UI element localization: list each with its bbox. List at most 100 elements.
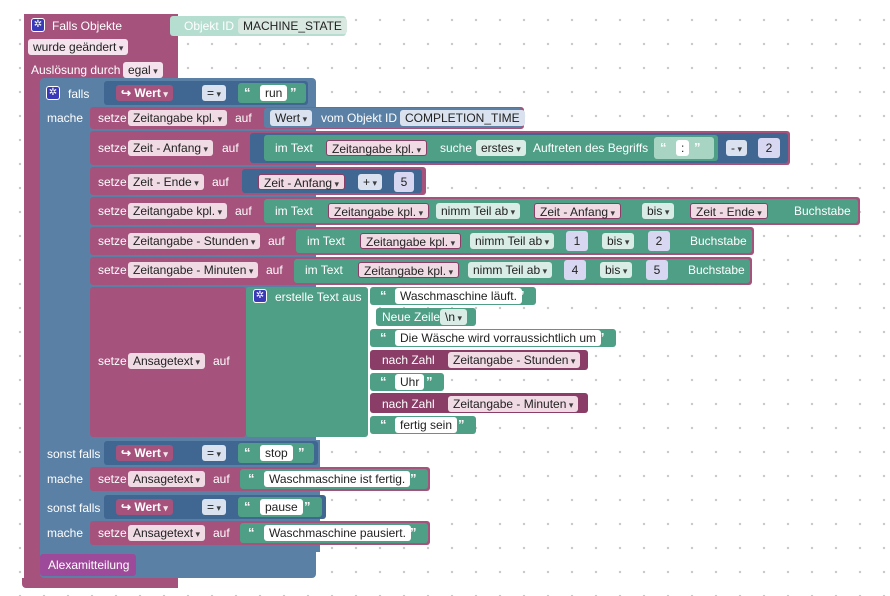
nimm-dropdown[interactable]: nimm Teil ab bbox=[470, 233, 555, 249]
auf-label: auf bbox=[212, 175, 229, 189]
var-dropdown[interactable]: Zeit - Anfang bbox=[258, 174, 346, 190]
auf-label: auf bbox=[222, 141, 239, 155]
text-value[interactable]: : bbox=[676, 140, 690, 156]
setze-label: setze bbox=[98, 263, 127, 277]
value-dropdown[interactable]: Wert bbox=[270, 110, 313, 126]
auf-label: auf bbox=[268, 234, 285, 248]
quote-open-icon: “ bbox=[380, 288, 387, 303]
quote-open-icon: “ bbox=[380, 374, 387, 389]
mache-label: mache bbox=[47, 472, 84, 486]
text-value[interactable]: pause bbox=[260, 499, 303, 515]
nimm-dropdown[interactable]: nimm Teil ab bbox=[436, 203, 521, 219]
text-value[interactable]: Uhr bbox=[395, 374, 425, 390]
bis-dropdown[interactable]: bis bbox=[600, 262, 633, 278]
quote-close-icon: ” bbox=[410, 525, 417, 540]
sonst-falls-label: sonst falls bbox=[47, 501, 101, 515]
text-value[interactable]: run bbox=[260, 85, 288, 101]
nimm-dropdown[interactable]: nimm Teil ab bbox=[468, 262, 553, 278]
newline-label: Neue Zeile bbox=[382, 310, 441, 324]
number-field[interactable]: 5 bbox=[394, 172, 414, 192]
buchstabe-label: Buchstabe bbox=[688, 263, 745, 277]
quote-close-icon: ” bbox=[298, 445, 305, 460]
op-dropdown[interactable]: = bbox=[202, 499, 227, 515]
quote-open-icon: “ bbox=[244, 499, 251, 514]
op-dropdown[interactable]: = bbox=[202, 445, 227, 461]
gear-icon[interactable]: ✲ bbox=[46, 86, 60, 100]
var-dropdown[interactable]: Ansagetext bbox=[128, 525, 206, 541]
bis-dropdown[interactable]: bis bbox=[642, 203, 675, 219]
var-dropdown[interactable]: Zeit - Ende bbox=[128, 174, 204, 190]
ausloesung-label: Auslösung durch bbox=[31, 63, 121, 77]
auf-label: auf bbox=[266, 263, 283, 277]
quote-close-icon: ” bbox=[426, 374, 433, 389]
object-id-label: Objekt ID bbox=[184, 19, 235, 33]
gear-icon[interactable]: ✲ bbox=[253, 289, 267, 303]
suche-label: suche bbox=[440, 141, 473, 155]
auf-label: auf bbox=[213, 526, 230, 540]
text-value[interactable]: fertig sein bbox=[395, 417, 458, 433]
var-dropdown[interactable]: Zeitangabe kpl. bbox=[128, 203, 228, 219]
vom-label: vom Objekt ID bbox=[321, 111, 398, 125]
var-dropdown[interactable]: Zeitangabe kpl. bbox=[128, 110, 228, 126]
number-field[interactable]: 2 bbox=[648, 231, 670, 251]
quote-open-icon: “ bbox=[380, 330, 387, 345]
mache-label: mache bbox=[47, 111, 84, 125]
var-dropdown[interactable]: Zeitangabe kpl. bbox=[328, 203, 430, 219]
var-dropdown[interactable]: Ansagetext bbox=[128, 471, 206, 487]
falls-label: falls bbox=[68, 87, 90, 101]
number-field[interactable]: 2 bbox=[758, 138, 780, 158]
text-value[interactable]: Waschmaschine läuft. bbox=[395, 288, 522, 304]
setze-label: setze bbox=[98, 354, 127, 368]
var-dropdown[interactable]: Zeit - Anfang bbox=[534, 203, 622, 219]
text-value[interactable]: Die Wäsche wird vorraussichtlich um bbox=[395, 330, 602, 346]
number-field[interactable]: 1 bbox=[566, 231, 588, 251]
text-value[interactable]: Waschmaschine pausiert. bbox=[264, 525, 411, 541]
op-dropdown[interactable]: + bbox=[358, 174, 383, 190]
number-field[interactable]: 5 bbox=[646, 260, 668, 280]
quote-close-icon: ” bbox=[458, 417, 465, 432]
var-getter[interactable]: ↪ Wert bbox=[116, 499, 173, 515]
ausloesung-dropdown[interactable]: egal bbox=[123, 62, 163, 78]
number-field[interactable]: 4 bbox=[564, 260, 586, 280]
auftreten-label: Auftreten des Begriffs bbox=[533, 141, 649, 155]
var-dropdown[interactable]: Zeitangabe - Minuten bbox=[128, 262, 259, 278]
var-getter[interactable]: ↪ Wert bbox=[116, 85, 173, 101]
auf-label: auf bbox=[235, 204, 252, 218]
auf-label: auf bbox=[213, 472, 230, 486]
object-id-field[interactable]: COMPLETION_TIME bbox=[400, 110, 525, 126]
gear-icon[interactable]: ✲ bbox=[31, 18, 45, 32]
newline-dropdown[interactable]: \n bbox=[440, 309, 468, 325]
mache-label: mache bbox=[47, 526, 84, 540]
erstes-dropdown[interactable]: erstes bbox=[476, 140, 526, 156]
var-getter[interactable]: ↪ Wert bbox=[116, 445, 173, 461]
quote-open-icon: “ bbox=[244, 85, 251, 100]
var-dropdown[interactable]: Zeitangabe - Stunden bbox=[448, 352, 581, 368]
op-dropdown[interactable]: = bbox=[202, 85, 227, 101]
var-dropdown[interactable]: Zeit - Ende bbox=[690, 203, 768, 219]
var-dropdown[interactable]: Zeitangabe - Stunden bbox=[128, 233, 261, 249]
var-dropdown[interactable]: Zeitangabe - Minuten bbox=[448, 396, 579, 412]
quote-close-icon: ” bbox=[518, 288, 525, 303]
bis-dropdown[interactable]: bis bbox=[602, 233, 635, 249]
setze-label: setze bbox=[98, 111, 127, 125]
var-dropdown[interactable]: Zeitangabe kpl. bbox=[360, 233, 462, 249]
quote-close-icon: ” bbox=[410, 471, 417, 486]
op-dropdown[interactable]: - bbox=[726, 140, 748, 156]
text-value[interactable]: stop bbox=[260, 445, 293, 461]
var-name: Wert bbox=[134, 446, 161, 460]
object-id-input[interactable]: MACHINE_STATE bbox=[238, 18, 347, 34]
erstelle-label: erstelle Text aus bbox=[275, 290, 362, 304]
var-dropdown[interactable]: Zeitangabe kpl. bbox=[326, 140, 428, 156]
nachzahl-label: nach Zahl bbox=[382, 353, 435, 367]
var-name: Wert bbox=[134, 86, 161, 100]
changed-dropdown[interactable]: wurde geändert bbox=[28, 39, 129, 55]
sonst-falls-label: sonst falls bbox=[47, 447, 101, 461]
imtext-label: im Text bbox=[307, 234, 345, 248]
join-block[interactable] bbox=[246, 287, 368, 437]
var-dropdown[interactable]: Zeit - Anfang bbox=[128, 140, 214, 156]
var-dropdown[interactable]: Zeitangabe kpl. bbox=[358, 262, 460, 278]
text-value[interactable]: Waschmaschine ist fertig. bbox=[264, 471, 411, 487]
var-dropdown[interactable]: Ansagetext bbox=[128, 353, 206, 369]
quote-open-icon: “ bbox=[244, 445, 251, 460]
alexa-block[interactable] bbox=[40, 554, 136, 576]
